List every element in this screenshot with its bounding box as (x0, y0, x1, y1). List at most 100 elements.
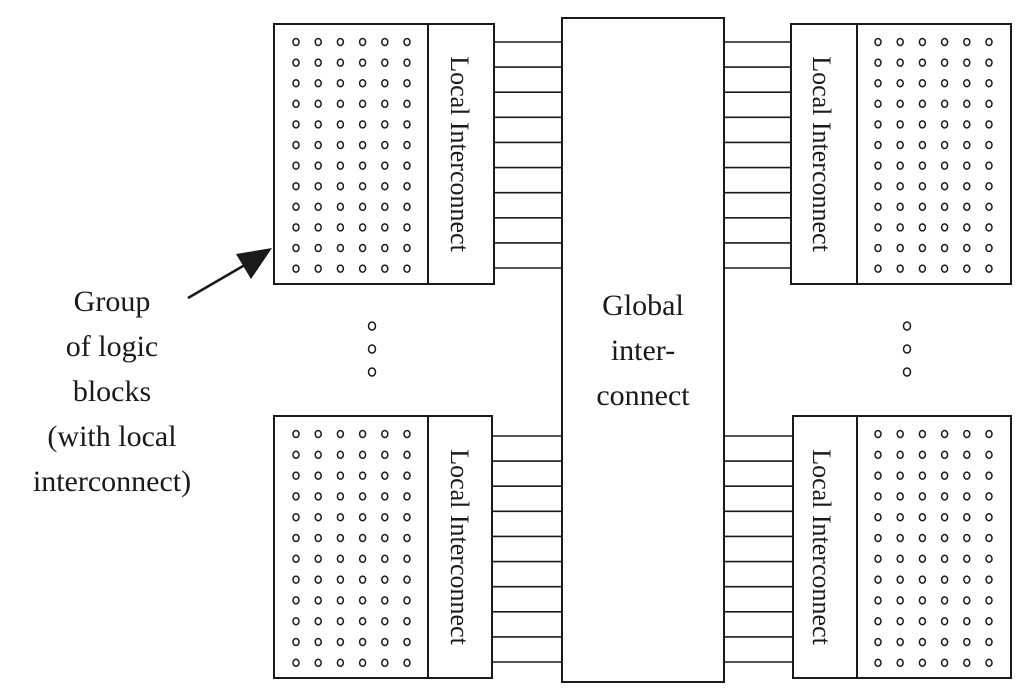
logic-block (896, 429, 904, 439)
logic-block (403, 554, 411, 564)
logic-block (985, 492, 993, 501)
logic-block (381, 554, 389, 564)
logic-block-array (856, 23, 1012, 285)
logic-block (403, 99, 411, 109)
logic-group-bottom-right: Local Interconnect (724, 415, 1012, 679)
logic-block (963, 471, 971, 480)
logic-block (403, 616, 411, 626)
logic-block (918, 637, 927, 647)
logic-block (314, 243, 322, 253)
vertical-ellipsis-left (367, 321, 377, 377)
logic-block (918, 492, 927, 501)
logic-block (896, 181, 904, 191)
logic-block (940, 492, 949, 501)
logic-block (358, 99, 367, 109)
logic-block (896, 596, 904, 605)
logic-block (403, 492, 411, 501)
logic-block (381, 181, 389, 191)
logic-block (918, 243, 927, 253)
logic-block (336, 429, 345, 439)
logic-block (940, 533, 949, 543)
logic-block (940, 264, 949, 273)
logic-block (874, 161, 882, 170)
logic-block (358, 533, 367, 543)
logic-block (874, 575, 882, 584)
logic-block (403, 243, 411, 253)
logic-block (403, 575, 411, 584)
logic-block (403, 264, 411, 273)
logic-block (940, 202, 949, 212)
logic-block (874, 616, 882, 626)
logic-group-bottom-left: Local Interconnect (273, 415, 562, 679)
logic-block (314, 202, 322, 212)
logic-block (381, 616, 389, 626)
logic-block (963, 492, 971, 501)
logic-block (403, 202, 411, 212)
logic-block (358, 202, 367, 212)
ellipsis-dot (367, 367, 377, 377)
logic-block (985, 533, 993, 543)
logic-block (403, 637, 411, 647)
logic-block (963, 658, 971, 668)
logic-block (985, 99, 993, 109)
callout-line-3: blocks (73, 375, 151, 408)
logic-block (985, 429, 993, 439)
logic-block (314, 596, 322, 605)
interconnect-wires (724, 435, 793, 663)
logic-block (381, 492, 389, 501)
logic-block (358, 161, 367, 170)
logic-block (874, 78, 882, 88)
local-interconnect-label: Local Interconnect (807, 449, 836, 645)
logic-block (985, 554, 993, 564)
logic-block (381, 637, 389, 647)
logic-block (358, 596, 367, 605)
logic-block (292, 161, 300, 170)
logic-block (358, 37, 367, 47)
logic-block (336, 58, 345, 67)
logic-block (381, 223, 389, 232)
logic-block (918, 78, 927, 88)
global-label-line-2: inter- (611, 334, 675, 367)
logic-block (896, 243, 904, 253)
logic-block (314, 264, 322, 273)
logic-block (314, 140, 322, 150)
logic-block (314, 512, 322, 522)
logic-block (314, 161, 322, 170)
logic-block (314, 429, 322, 439)
logic-block (292, 181, 300, 191)
interconnect-wires (492, 435, 562, 663)
global-interconnect: Global inter- connect (561, 17, 725, 683)
logic-block (314, 37, 322, 47)
logic-block (940, 554, 949, 564)
logic-block (918, 161, 927, 170)
logic-block (918, 450, 927, 460)
logic-block (358, 512, 367, 522)
logic-block (985, 637, 993, 647)
logic-block (314, 637, 322, 647)
logic-block (963, 575, 971, 584)
logic-block (985, 243, 993, 253)
logic-block (940, 99, 949, 109)
logic-block (381, 99, 389, 109)
logic-block (336, 471, 345, 480)
logic-block (358, 264, 367, 273)
logic-block (940, 58, 949, 67)
logic-block (314, 658, 322, 668)
logic-block (918, 658, 927, 668)
logic-block (292, 616, 300, 626)
logic-block (985, 512, 993, 522)
logic-block-dots (292, 37, 411, 273)
callout-line-2: of logic (66, 330, 158, 363)
logic-block (314, 78, 322, 88)
logic-block (963, 616, 971, 626)
logic-block (403, 533, 411, 543)
logic-block (940, 575, 949, 584)
logic-block (336, 223, 345, 232)
logic-block (381, 161, 389, 170)
logic-block-array (273, 23, 429, 285)
logic-block (292, 554, 300, 564)
logic-block (985, 58, 993, 67)
logic-block (963, 533, 971, 543)
logic-block (874, 120, 882, 129)
